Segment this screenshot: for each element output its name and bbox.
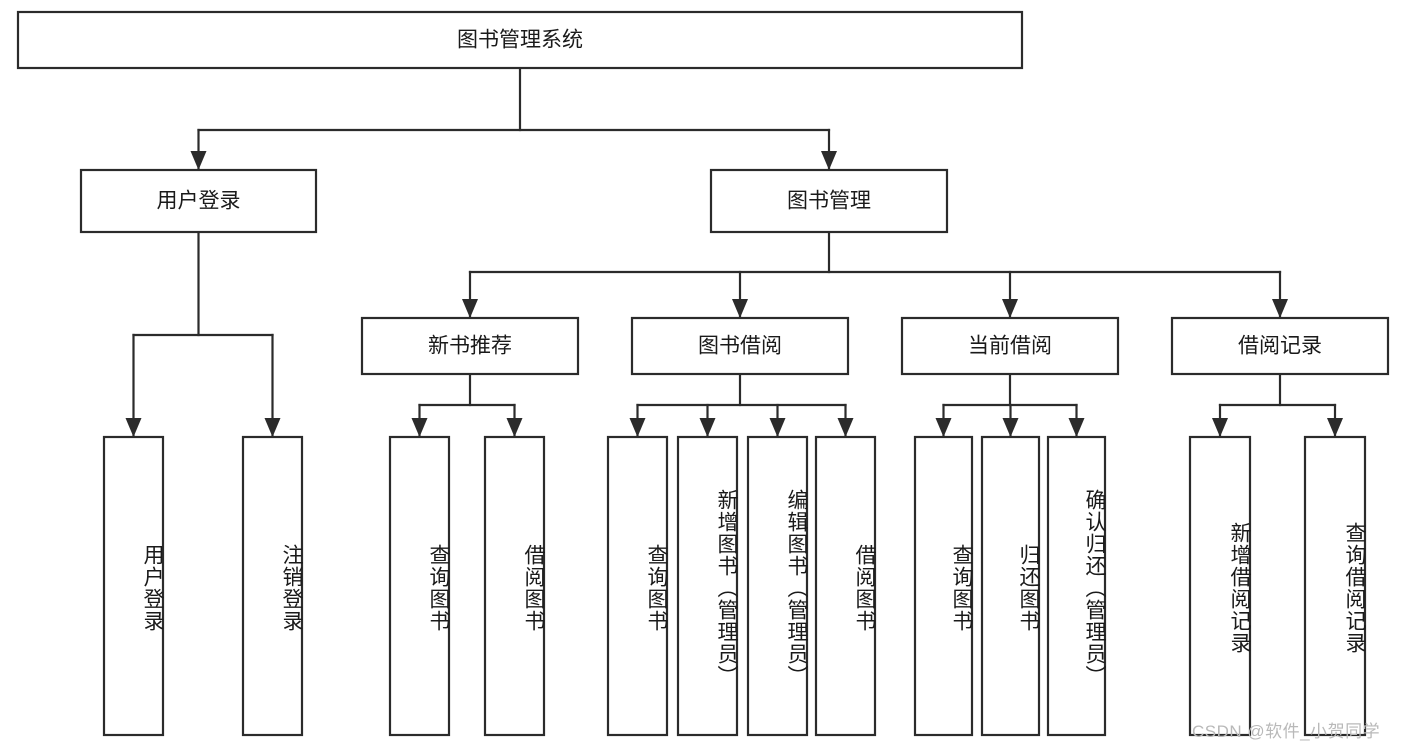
- boxes-layer: [16, 10, 1390, 737]
- arrow-head-icon-new-book-recommend: [462, 299, 478, 318]
- arrow-head-icon-leaf-add-book: [699, 418, 716, 437]
- arrow-head-icon-current-borrow: [1002, 299, 1018, 318]
- node-leaf-add-record[interactable]: [1188, 435, 1252, 737]
- connectors-layer: [125, 66, 1343, 438]
- node-book-management[interactable]: [709, 168, 949, 234]
- node-leaf-query-book-cur[interactable]: [913, 435, 974, 737]
- arrow-head-icon-leaf-user-login: [125, 418, 142, 437]
- arrow-head-icon-leaf-query-book-cur: [935, 418, 952, 437]
- node-new-book-recommend[interactable]: [360, 316, 580, 376]
- node-label-book-management: 图书管理: [787, 190, 871, 213]
- node-leaf-query-book-bor[interactable]: [606, 435, 669, 737]
- arrow-head-icon-leaf-query-book-rec: [411, 418, 428, 437]
- node-book-borrow[interactable]: [630, 316, 850, 376]
- node-leaf-query-book-rec[interactable]: [388, 435, 451, 737]
- node-leaf-return-book[interactable]: [980, 435, 1041, 737]
- arrow-head-icon-leaf-borrow-book-bor: [837, 418, 854, 437]
- node-label-user-login: 用户登录: [157, 190, 241, 213]
- node-leaf-confirm-return[interactable]: [1046, 435, 1107, 737]
- arrow-head-icon-leaf-logout: [264, 418, 281, 437]
- node-leaf-add-book[interactable]: [676, 435, 739, 737]
- arrow-head-icon-leaf-query-book-bor: [629, 418, 646, 437]
- node-label-new-book-recommend: 新书推荐: [428, 335, 512, 358]
- arrow-head-icon-user-login: [190, 151, 207, 170]
- node-leaf-borrow-book-rec[interactable]: [483, 435, 546, 737]
- node-leaf-edit-book[interactable]: [746, 435, 809, 737]
- node-leaf-user-login[interactable]: [102, 435, 165, 737]
- node-label-root: 图书管理系统: [457, 29, 583, 52]
- arrow-head-icon-book-borrow: [732, 299, 748, 318]
- node-current-borrow[interactable]: [900, 316, 1120, 376]
- arrow-head-icon-borrow-record: [1272, 299, 1288, 318]
- node-label-book-borrow: 图书借阅: [698, 335, 782, 358]
- arrow-head-icon-leaf-edit-book: [769, 418, 786, 437]
- arrow-head-icon-book-management: [821, 151, 837, 170]
- node-user-login[interactable]: [79, 168, 318, 234]
- node-root[interactable]: [16, 10, 1024, 70]
- csdn-watermark: CSDN @软件_小贺同学: [1192, 722, 1381, 741]
- arrow-head-icon-leaf-return-book: [1002, 418, 1019, 437]
- node-leaf-borrow-book-bor[interactable]: [814, 435, 877, 737]
- node-leaf-query-record[interactable]: [1303, 435, 1367, 737]
- arrow-head-icon-leaf-borrow-book-rec: [506, 418, 523, 437]
- node-label-current-borrow: 当前借阅: [968, 335, 1052, 358]
- node-leaf-logout[interactable]: [241, 435, 304, 737]
- arrow-head-icon-leaf-query-record: [1327, 418, 1343, 437]
- arrow-head-icon-leaf-add-record: [1212, 418, 1228, 437]
- node-borrow-record[interactable]: [1170, 316, 1390, 376]
- node-label-borrow-record: 借阅记录: [1238, 335, 1322, 358]
- arrow-head-icon-leaf-confirm-return: [1068, 418, 1085, 437]
